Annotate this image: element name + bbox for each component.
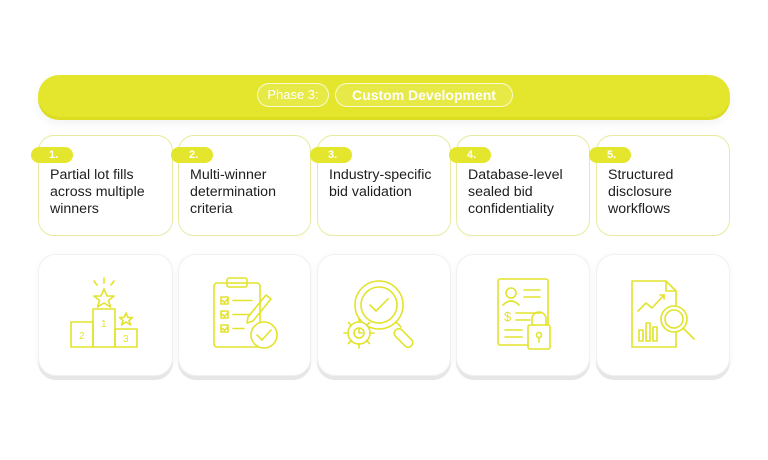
icon-tile-3 xyxy=(317,254,451,376)
podium-icon: 2 1 3 xyxy=(69,277,138,348)
card-number-badge: 2. xyxy=(171,147,213,163)
card-text: Partial lot fills across multiple winner… xyxy=(50,167,145,217)
card-number-badge: 1. xyxy=(31,147,73,163)
phase-title: Custom Development xyxy=(335,83,513,107)
podium-label-3: 3 xyxy=(123,334,129,345)
card-number-badge: 3. xyxy=(310,147,352,163)
icon-tile-4: $ xyxy=(456,254,590,376)
icon-tile-2 xyxy=(178,254,311,376)
feature-card-5: 5. Structured disclosure workflows xyxy=(589,135,730,236)
podium-label-1: 1 xyxy=(101,319,107,330)
card-number-badge: 5. xyxy=(589,147,631,163)
clipboard-checklist-icon xyxy=(212,277,278,349)
podium-label-2: 2 xyxy=(79,331,85,342)
card-text: Multi-winner determination criteria xyxy=(190,167,276,217)
icon-tile-1: 2 1 3 xyxy=(38,254,173,376)
feature-card-1: 1. Partial lot fills across multiple win… xyxy=(31,135,173,236)
card-text: Structured disclosure workflows xyxy=(608,167,674,217)
report-magnifier-icon xyxy=(631,280,695,348)
card-number-badge: 4. xyxy=(449,147,491,163)
card-text: Industry-specific bid validation xyxy=(329,167,432,200)
feature-card-4: 4. Database-level sealed bid confidentia… xyxy=(449,135,590,236)
magnifier-check-gear-icon xyxy=(343,280,414,349)
feature-card-2: 2. Multi-winner determination criteria xyxy=(171,135,311,236)
svg-text:$: $ xyxy=(504,309,512,324)
phase-label: Phase 3: xyxy=(257,83,329,107)
feature-card-3: 3. Industry-specific bid validation xyxy=(310,135,451,236)
icon-tile-5 xyxy=(596,254,730,376)
card-text: Database-level sealed bid confidentialit… xyxy=(468,167,563,217)
document-lock-icon: $ xyxy=(497,278,551,350)
phase-banner: Phase 3: Custom Development xyxy=(38,75,730,117)
